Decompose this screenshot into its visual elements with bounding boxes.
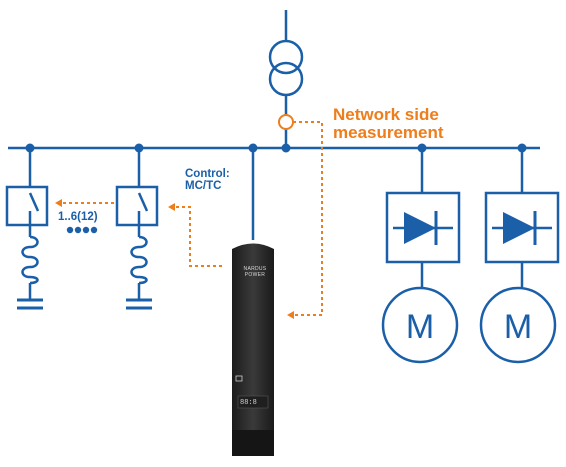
drive-feeder-1 xyxy=(381,148,461,364)
control-label: Control: MC/TC xyxy=(185,168,230,192)
label-line: MC/TC xyxy=(185,180,222,193)
motor-1-label: M xyxy=(405,308,435,346)
bus-node xyxy=(281,143,291,153)
reactor-coil-2 xyxy=(130,235,148,285)
device-brand: NARDUS POWER xyxy=(243,266,267,278)
capacitor-step-1 xyxy=(5,148,49,310)
device-indicator-icon xyxy=(235,375,243,382)
device-display xyxy=(237,395,269,409)
motor-1-circle xyxy=(381,286,459,364)
current-transformer-icon xyxy=(278,114,294,130)
arrow-head-icon xyxy=(168,203,175,211)
contactor-switch-2 xyxy=(115,185,159,227)
contactor-switch-1 xyxy=(5,185,49,227)
drive-feeder-2 xyxy=(479,148,560,364)
device-display-readout: 88:8 xyxy=(240,399,257,407)
measurement-signal-path xyxy=(292,121,323,316)
controller-device xyxy=(232,243,274,456)
network-side-measurement-label: Network side measurement xyxy=(333,106,444,142)
step-count-label: 1..6(12) xyxy=(58,211,98,223)
arrow-head-icon xyxy=(55,199,62,207)
label-line: Network side xyxy=(333,105,439,124)
control-signal-path xyxy=(173,206,222,267)
ellipsis-dots-icon xyxy=(66,226,98,234)
transformer-primary-coil xyxy=(268,39,304,75)
capacitor-step-2 xyxy=(115,148,159,310)
motor-2-circle xyxy=(479,286,557,364)
arrow-head-icon xyxy=(287,311,294,319)
reactor-coil-1 xyxy=(21,235,39,285)
motor-2-label: M xyxy=(503,308,533,346)
label-line: Control: xyxy=(185,168,230,180)
transformer-secondary-coil xyxy=(268,61,304,97)
diode-icon xyxy=(503,212,535,244)
diode-icon xyxy=(404,212,436,244)
label-line: measurement xyxy=(333,122,444,142)
